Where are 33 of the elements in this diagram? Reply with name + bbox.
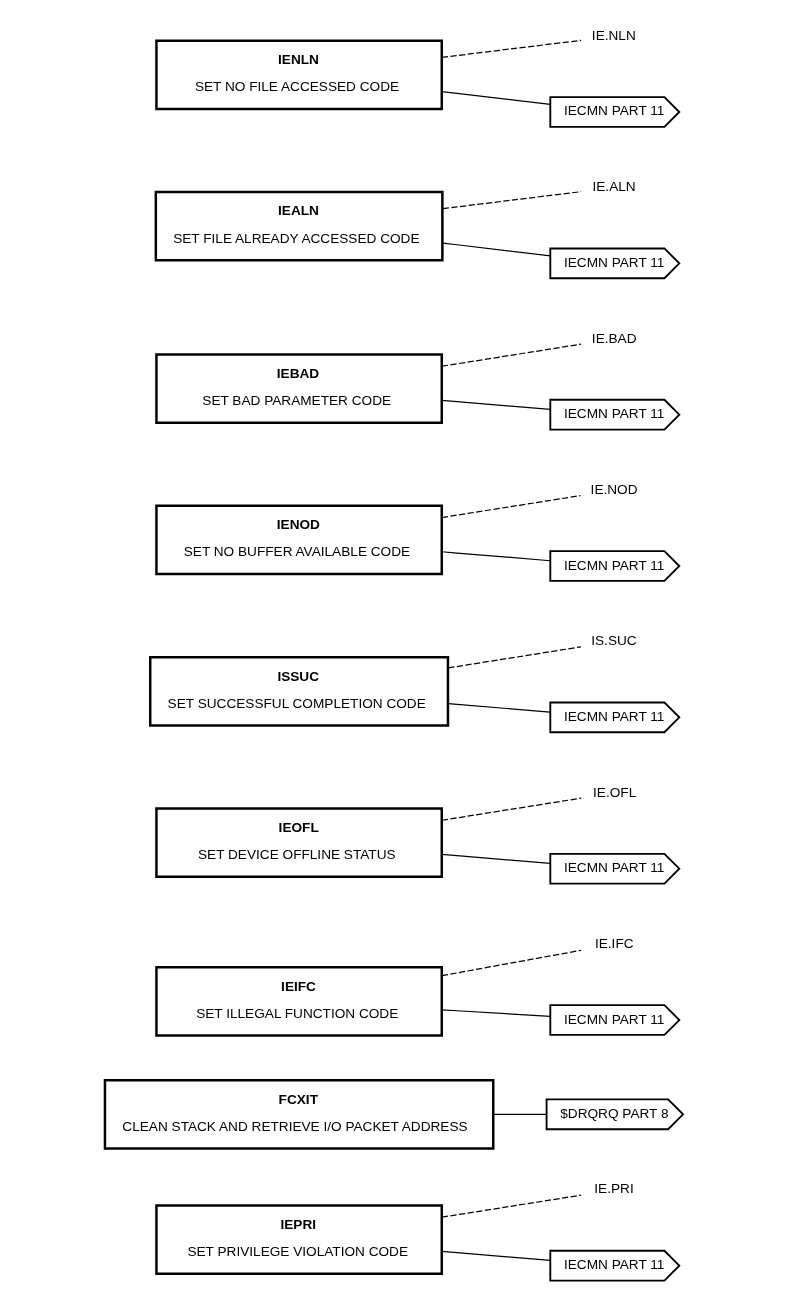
node-text: IS.SUC [591,633,637,649]
node-text: IE.OFL [593,784,637,800]
node-box: IEBAD SET BAD PARAMETER CODE [155,353,443,424]
connector [441,949,582,977]
node-box: IENOD SET NO BUFFER AVAILABLE CODE [155,504,443,576]
connector [441,1194,582,1218]
node-box: FCXIT CLEAN STACK AND RETRIEVE I/O PACKET ADDRESS [103,1079,495,1150]
connector [442,191,582,210]
node-box: IEALN SET FILE ALREADY ACCESSED CODE [154,190,444,262]
node-text: IE.NLN [591,27,636,43]
connector [492,1113,547,1115]
connector [447,703,551,713]
node-box: IENLN SET NO FILE ACCESSED CODE [155,39,443,111]
connector [441,399,551,411]
node-text: IE.ALN [592,179,636,195]
connector [441,797,582,821]
node-box: IEPRI SET PRIVILEGE VIOLATION CODE [155,1204,443,1275]
connector [441,551,551,562]
node-text: IE.IFC [594,935,634,951]
node-text: IE.BAD [591,330,637,346]
connector [441,1250,551,1261]
connector [441,1009,551,1017]
node-box: ISSUC SET SUCCESSFUL COMPLETION CODE [149,655,450,727]
node-text: IE.PRI [594,1181,634,1197]
connector [447,646,582,669]
node-box: IEOFL SET DEVICE OFFLINE STATUS [155,807,443,878]
node-box: IEIFC SET ILLEGAL FUNCTION CODE [155,966,443,1037]
node-text: IE.NOD [590,481,638,497]
connector [441,39,582,59]
connector [441,90,551,106]
connector [441,343,582,367]
connector [441,853,551,865]
connector [442,242,551,257]
